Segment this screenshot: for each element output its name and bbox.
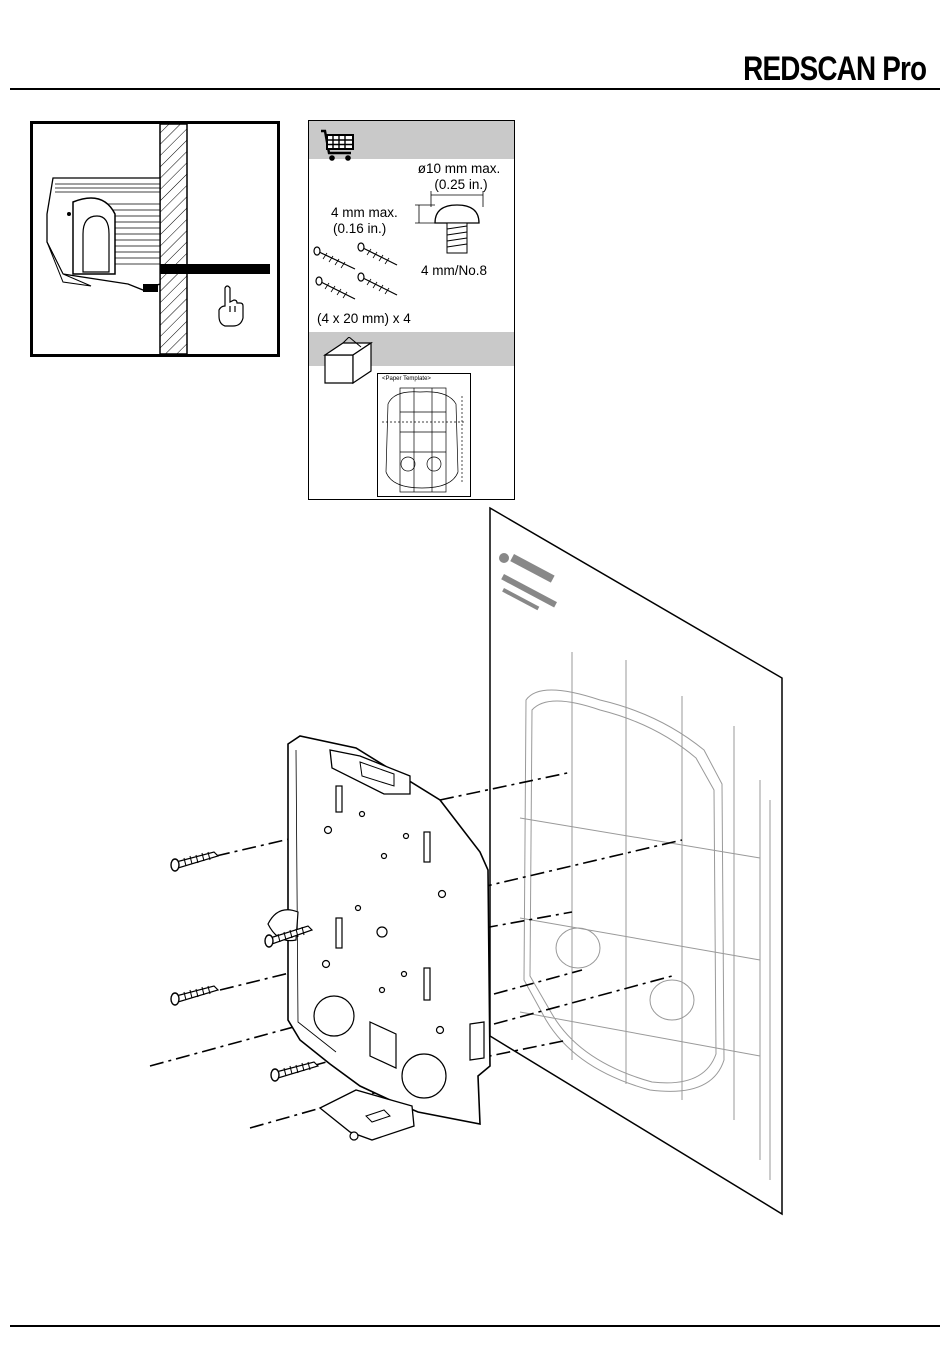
sensor-device bbox=[47, 178, 160, 290]
mounting-screw-1 bbox=[171, 852, 218, 871]
screw-3 bbox=[316, 277, 355, 299]
paper-template-thumbnail: <Paper Template> bbox=[377, 373, 471, 497]
package-box-icon bbox=[321, 337, 377, 385]
wall-mount-detail-panel bbox=[30, 121, 280, 357]
screw-head-dimension-drawing bbox=[407, 185, 507, 265]
mounting-plate bbox=[268, 736, 490, 1140]
screw-2 bbox=[358, 243, 397, 265]
screws-included: (4 x 20 mm) x 4 bbox=[317, 311, 411, 327]
screws-set-illustration bbox=[309, 241, 409, 311]
screw-head-height-inches: (0.16 in.) bbox=[333, 221, 386, 237]
wall-mount-detail-illustration bbox=[33, 124, 277, 354]
mounting-screw-3 bbox=[171, 986, 218, 1005]
mounting-screw-4 bbox=[271, 1062, 318, 1081]
paper-template-sheet bbox=[490, 508, 782, 1214]
brand-title: REDSCAN Pro bbox=[743, 50, 926, 89]
screw-4 bbox=[358, 273, 397, 295]
footer-rule bbox=[10, 1325, 940, 1327]
screw-head-height: 4 mm max. bbox=[331, 205, 398, 221]
shopping-cart-icon bbox=[319, 129, 357, 163]
hand-pointer-icon bbox=[219, 286, 243, 326]
screw-size: 4 mm/No.8 bbox=[421, 263, 487, 279]
wall-section bbox=[160, 124, 187, 354]
screw-1 bbox=[314, 247, 355, 269]
bracket-plate-edge bbox=[160, 264, 270, 274]
wall-mount-assembly-drawing bbox=[0, 500, 950, 1230]
header-rule bbox=[10, 88, 940, 90]
screw-head-diameter: ø10 mm max. bbox=[409, 161, 509, 177]
parts-required-panel: ø10 mm max. (0.25 in.) 4 mm max. (0.16 i… bbox=[308, 120, 515, 500]
